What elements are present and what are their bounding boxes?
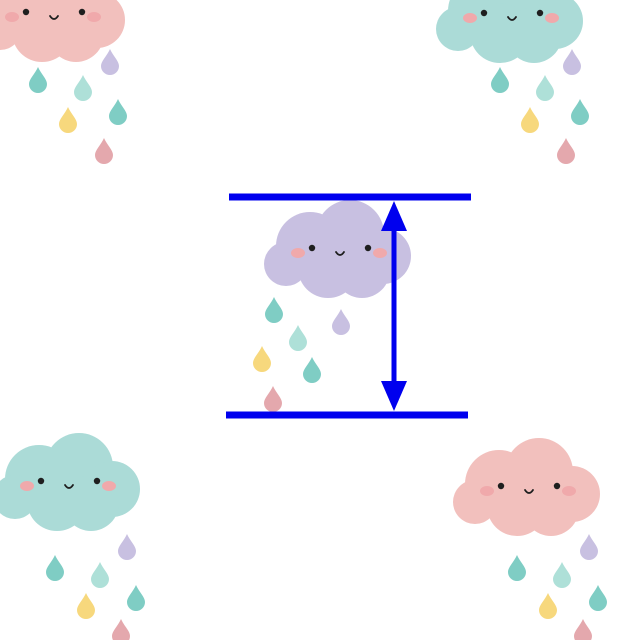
raindrop-icon: [253, 346, 271, 372]
cloud-cheek: [480, 486, 494, 496]
cloud-eye: [93, 477, 101, 485]
raindrop-icon: [491, 67, 509, 93]
height-measure-icon: [226, 193, 471, 419]
cloud-cheek: [463, 13, 477, 23]
cloud-smile: [335, 251, 345, 256]
raindrop-icon: [289, 325, 307, 351]
cloud-center: [253, 200, 411, 412]
cloud-smile: [49, 15, 59, 20]
cloud-eye: [364, 244, 372, 252]
raindrop-icon: [74, 75, 92, 101]
cloud-bottom-left: [0, 433, 145, 640]
measure-arrow-down: [381, 381, 407, 411]
cloud-cheek: [545, 13, 559, 23]
raindrop-icon: [127, 585, 145, 612]
cloud-top-right: [436, 0, 590, 164]
raindrop-icon: [91, 562, 109, 588]
raindrop-icon: [118, 534, 136, 560]
raindrop-icon: [553, 562, 571, 588]
raindrop-icon: [29, 67, 47, 93]
raindrop-icon: [589, 585, 607, 611]
cloud-cheek: [5, 12, 19, 22]
raindrop-icon: [557, 138, 575, 164]
raindrop-group: [29, 49, 127, 164]
raindrop-icon: [580, 534, 598, 560]
raindrop-icon: [109, 99, 127, 125]
raindrop-icon: [508, 555, 526, 581]
cloud-cheek: [373, 248, 387, 258]
raindrop-group: [253, 297, 350, 412]
cloud-eye: [308, 244, 316, 252]
cloud-eye: [497, 482, 505, 490]
raindrop-icon: [563, 49, 581, 75]
raindrop-icon: [303, 357, 321, 383]
cloud-smile: [64, 484, 74, 489]
cloud-eye: [553, 482, 561, 490]
pink-cloud-icon: [453, 438, 600, 536]
cloud-cheek: [87, 12, 101, 22]
raindrop-icon: [112, 619, 130, 640]
raindrop-group: [508, 534, 607, 640]
cloud-eye: [78, 8, 86, 16]
raindrop-icon: [521, 107, 539, 133]
cloud-eye: [37, 477, 45, 485]
raindrop-icon: [101, 49, 119, 75]
cloud-smile: [524, 489, 534, 494]
raindrop-icon: [570, 99, 590, 126]
raindrop-icon: [59, 107, 77, 134]
cloud-eye: [536, 9, 544, 17]
raindrop-group: [491, 49, 590, 164]
cloud-eye: [22, 8, 30, 16]
raindrop-icon: [95, 138, 113, 164]
raindrop-icon: [574, 619, 592, 640]
lavender-cloud-icon: [264, 200, 411, 298]
cloud-cheek: [20, 481, 34, 491]
measure-arrow-up: [381, 201, 407, 231]
cloud-cheek: [562, 486, 576, 496]
raindrop-group: [46, 534, 145, 640]
raindrop-icon: [332, 309, 350, 335]
raindrop-icon: [536, 75, 554, 101]
raindrop-icon: [77, 593, 95, 619]
cloud-bottom-right: [453, 438, 607, 640]
raindrop-icon: [539, 593, 557, 619]
mint-cloud-icon: [0, 433, 140, 531]
cloud-smile: [507, 16, 517, 21]
raindrop-icon: [264, 386, 282, 412]
cloud-cheek: [102, 481, 116, 491]
mint-cloud-icon: [436, 0, 583, 63]
cloud-eye: [480, 9, 488, 17]
cloud-top-left: [0, 0, 127, 164]
pink-cloud-icon: [0, 0, 125, 62]
raindrop-icon: [265, 297, 283, 323]
raindrop-icon: [46, 555, 64, 581]
cloud-cheek: [291, 248, 305, 258]
